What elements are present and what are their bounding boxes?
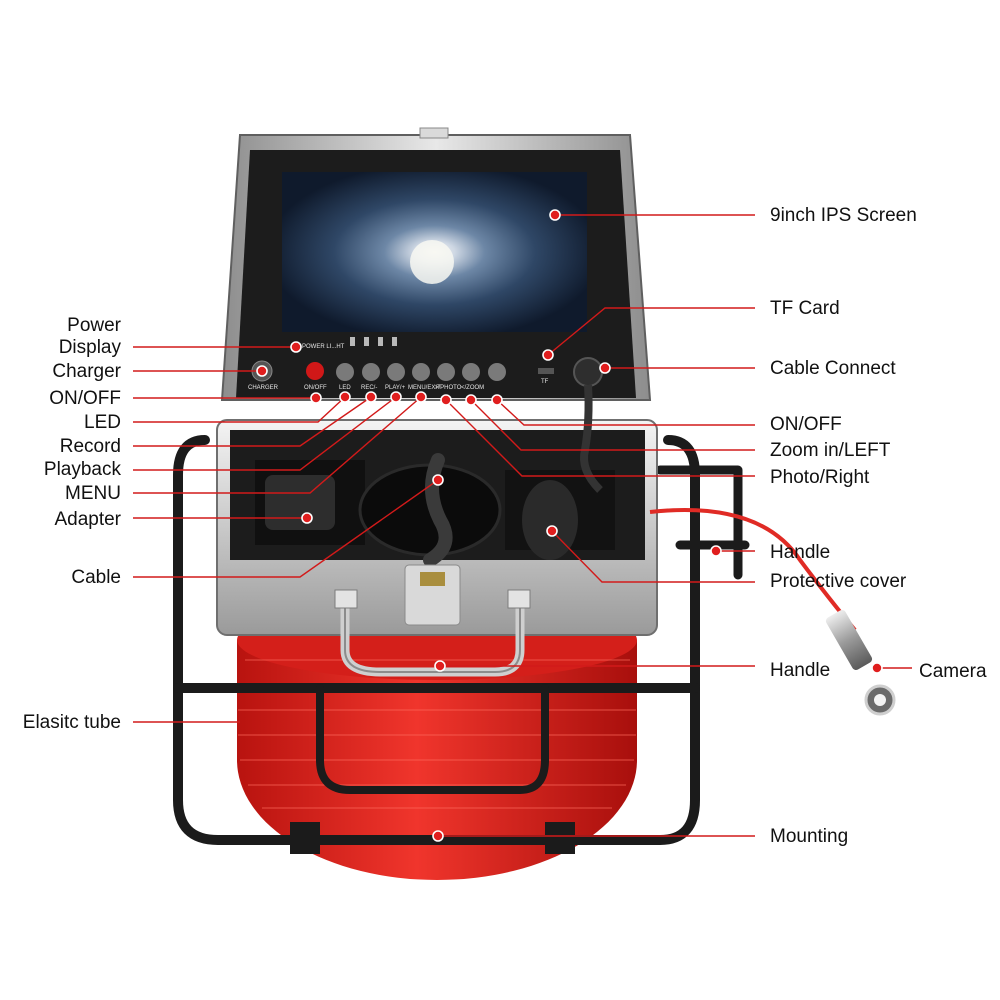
leader-lines bbox=[133, 214, 912, 837]
panel-label-photo: >/PHOTO bbox=[435, 385, 462, 391]
label-mounting: Mounting bbox=[770, 826, 848, 847]
panel-label-menu: MENU/EXIT bbox=[408, 385, 441, 391]
label-record: Record bbox=[60, 436, 121, 457]
tf-slot bbox=[538, 368, 554, 374]
label-photo-right: Photo/Right bbox=[770, 467, 870, 488]
panel-label-onoff: ON/OFF bbox=[304, 385, 327, 391]
label-adapter: Adapter bbox=[54, 509, 121, 530]
label-camera: Camera bbox=[919, 661, 987, 682]
label-zoom-left: Zoom in/LEFT bbox=[770, 440, 891, 461]
cable-connector bbox=[573, 357, 603, 387]
device-illustration: POWER LI...HT TF CHARGER bbox=[173, 127, 896, 880]
callout-dots bbox=[256, 209, 883, 842]
label-protective-cover: Protective cover bbox=[770, 571, 907, 592]
label-handle-center: Handle bbox=[770, 660, 830, 681]
panel-label-tf: TF bbox=[541, 379, 549, 385]
label-elastic-tube: Elasitc tube bbox=[23, 712, 121, 733]
callout-labels: 9inch IPS Screen TF Card Cable Connect O… bbox=[23, 205, 987, 847]
label-handle-right: Handle bbox=[770, 542, 830, 563]
panel-label-led: LED bbox=[339, 385, 351, 391]
label-led: LED bbox=[84, 412, 121, 433]
lid: POWER LI...HT TF CHARGER bbox=[220, 127, 652, 493]
label-cable: Cable bbox=[71, 567, 121, 588]
panel-label-charger: CHARGER bbox=[248, 385, 279, 391]
label-ips-screen: 9inch IPS Screen bbox=[770, 205, 917, 226]
label-cable-connect: Cable Connect bbox=[770, 358, 896, 379]
label-display: Display bbox=[59, 337, 122, 358]
panel-label-power-light: POWER LI...HT bbox=[302, 344, 345, 350]
label-menu: MENU bbox=[65, 483, 121, 504]
label-power: Power bbox=[67, 315, 122, 336]
panel-label-play: PLAY/+ bbox=[385, 385, 406, 391]
label-tf-card: TF Card bbox=[770, 298, 840, 319]
base-case bbox=[216, 419, 658, 677]
panel-label-zoom: </ZOOM bbox=[461, 385, 484, 391]
label-onoff-right: ON/OFF bbox=[770, 414, 842, 435]
panel-label-rec: REC/- bbox=[361, 385, 377, 391]
power-leds bbox=[350, 337, 397, 346]
label-charger: Charger bbox=[52, 361, 121, 382]
label-playback: Playback bbox=[44, 459, 122, 480]
probe bbox=[649, 508, 896, 716]
label-onoff-left: ON/OFF bbox=[49, 388, 121, 409]
